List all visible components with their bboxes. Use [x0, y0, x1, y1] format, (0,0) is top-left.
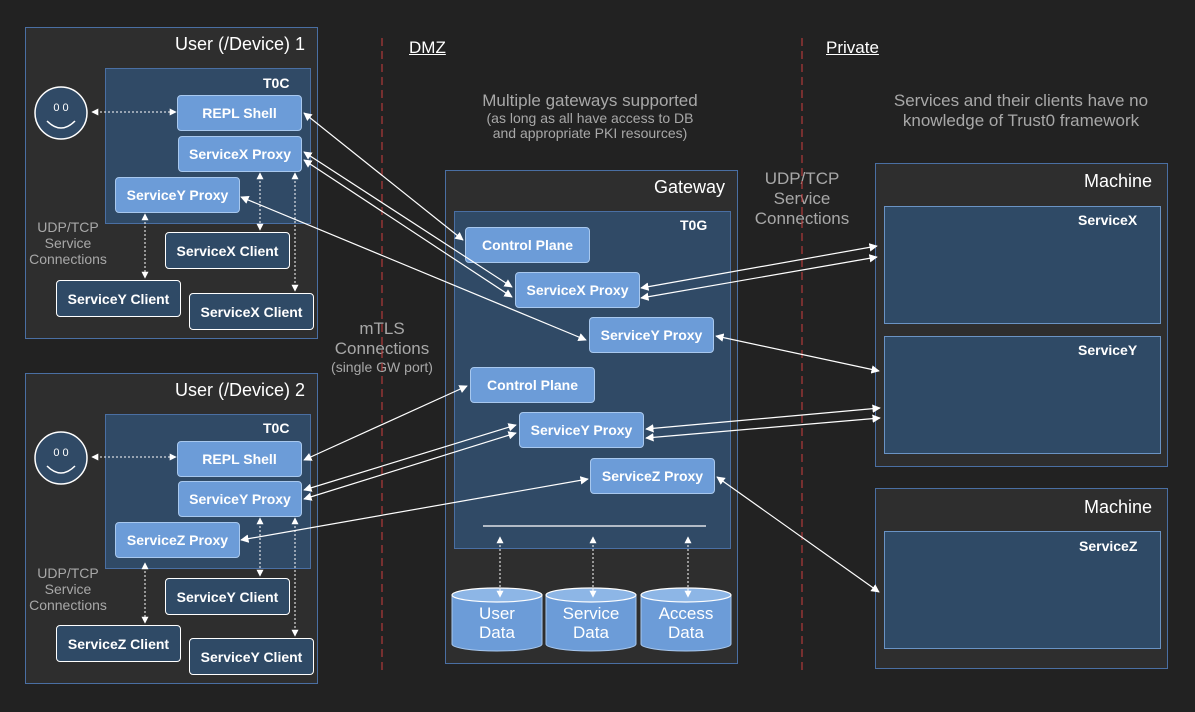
arrow-gwproxyz-svcz	[716, 476, 880, 593]
db-service-line-1: Service	[562, 604, 620, 623]
zone-private-label: Private	[826, 38, 879, 57]
db-access-data-label: Access Data	[641, 604, 731, 642]
user1-t0c-label: T0C	[263, 75, 290, 91]
arrow-gwproxyy2-svcy-b	[645, 414, 881, 442]
user2-udp-note: UDP/TCP Service Connections	[23, 565, 113, 613]
user1-repl-shell[interactable]: REPL Shell	[177, 95, 302, 131]
machine1-servicey-area	[884, 336, 1161, 454]
zone-dmz-label: DMZ	[409, 38, 446, 57]
user1-udp-line-3: Connections	[29, 251, 107, 267]
machine1-servicey-label: ServiceY	[1078, 342, 1138, 358]
user1-servicey-proxy[interactable]: ServiceY Proxy	[115, 177, 240, 213]
machine1-title: Machine	[1083, 171, 1152, 191]
user2-servicez-client[interactable]: ServiceZ Client	[56, 625, 181, 662]
gateways-subnote-line-1: (as long as all have access to DB	[486, 110, 694, 126]
db-service-line-2: Data	[573, 623, 609, 642]
user2-repl-shell[interactable]: REPL Shell	[177, 441, 302, 477]
db-service-data-label: Service Data	[546, 604, 636, 642]
user2-servicey-client-1[interactable]: ServiceY Client	[165, 578, 290, 615]
user1-avatar-eyes: 0 0	[53, 102, 68, 114]
machine1-servicex-label: ServiceX	[1078, 212, 1138, 228]
arrow-gwproxyy1-svcy	[715, 333, 880, 374]
local-dotted-arrows	[91, 108, 692, 637]
user2-udp-line-1: UDP/TCP	[37, 565, 99, 581]
arrow-u2proxyz-gwproxyz	[240, 476, 589, 543]
user1-servicex-proxy[interactable]: ServiceX Proxy	[178, 136, 302, 172]
arrow-u1proxyx-gwproxyx-b	[303, 159, 513, 298]
machine2-servicez-area	[884, 531, 1161, 649]
services-note: Services and their clients have no knowl…	[861, 91, 1181, 131]
gateways-subnote-line-2: and appropriate PKI resources)	[492, 125, 688, 141]
gateway-t0g-label: T0G	[680, 217, 708, 233]
udp-right-line-1: UDP/TCP	[764, 169, 840, 188]
user2-t0c-label: T0C	[263, 420, 290, 436]
arrow-u2proxyy-gwproxyy2-b	[303, 431, 517, 501]
user1-udp-line-1: UDP/TCP	[37, 219, 99, 235]
arrow-gwproxyx-svcx-a	[640, 243, 878, 291]
user2-udp-line-3: Connections	[29, 597, 107, 613]
db-access-line-2: Data	[668, 623, 704, 642]
user2-avatar-eyes: 0 0	[53, 447, 68, 459]
arrow-u2repl-cp2	[303, 385, 468, 461]
db-user-data-label: User Data	[452, 604, 542, 642]
user2-servicez-proxy[interactable]: ServiceZ Proxy	[115, 522, 240, 558]
gateway-control-plane-2[interactable]: Control Plane	[470, 367, 595, 403]
mtls-line-2: Connections	[334, 339, 430, 358]
machine2-title: Machine	[1083, 497, 1152, 517]
user2-udp-line-2: Service	[44, 581, 92, 597]
network-arrows	[240, 112, 881, 593]
gateway-servicez-proxy[interactable]: ServiceZ Proxy	[590, 458, 715, 494]
services-note-line-2: knowledge of Trust0 framework	[902, 111, 1140, 130]
machine1-servicex-area	[884, 206, 1161, 324]
gateway-servicey-proxy-1[interactable]: ServiceY Proxy	[589, 317, 714, 353]
services-note-line-1: Services and their clients have no	[893, 91, 1149, 110]
db-access-line-1: Access	[658, 604, 714, 623]
arrow-gwproxyy2-svcy-a	[645, 404, 881, 433]
arrow-gwproxyx-svcx-b	[640, 254, 878, 301]
gateway-servicey-proxy-2[interactable]: ServiceY Proxy	[519, 412, 644, 448]
machine2-servicez-label: ServiceZ	[1079, 538, 1138, 554]
user2-servicey-client-2[interactable]: ServiceY Client	[189, 638, 314, 675]
user1-udp-line-2: Service	[44, 235, 92, 251]
user1-servicey-client[interactable]: ServiceY Client	[56, 280, 181, 317]
user1-avatar	[34, 86, 88, 140]
arrow-u1repl-cp1	[303, 112, 464, 241]
gateway-title: Gateway	[653, 177, 725, 197]
user1-title: User (/Device) 1	[174, 34, 305, 54]
user2-avatar	[34, 431, 88, 485]
user1-udp-note: UDP/TCP Service Connections	[23, 219, 113, 267]
gateways-note: Multiple gateways supported	[482, 91, 698, 110]
db-user-line-2: Data	[479, 623, 515, 642]
user2-title: User (/Device) 2	[174, 380, 305, 400]
arrow-u2proxyy-gwproxyy2-a	[303, 423, 517, 492]
gateways-subnote: (as long as all have access to DB and ap…	[440, 111, 740, 141]
db-user-line-1: User	[479, 604, 515, 623]
arrow-u1proxyy-gwproxyy1	[240, 196, 587, 341]
udp-right-line-3: Connections	[754, 209, 850, 228]
